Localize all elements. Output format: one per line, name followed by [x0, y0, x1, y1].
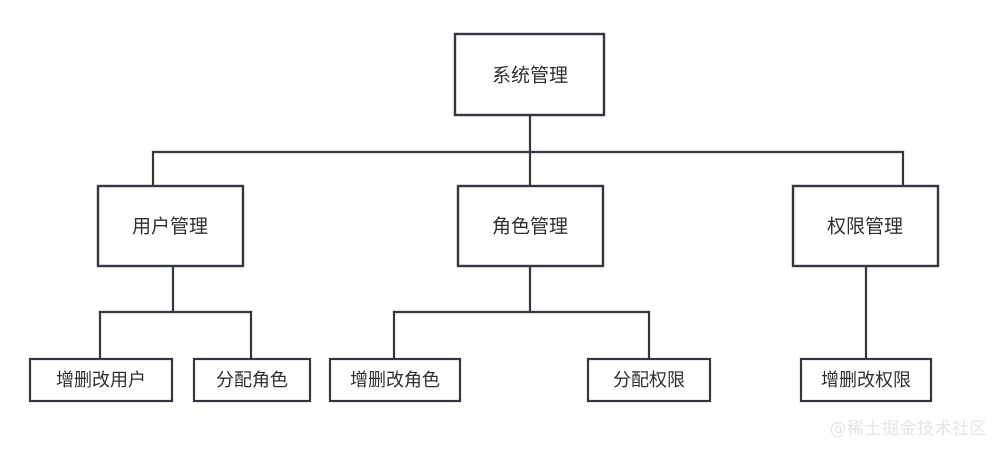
connector-group-user-management [98, 264, 253, 361]
node-add-edit-delete-permission[interactable]: 增删改权限 [799, 357, 933, 403]
node-add-edit-delete-permission-label: 增删改权限 [821, 370, 911, 391]
node-user-management[interactable]: 用户管理 [96, 184, 245, 268]
node-add-edit-delete-user-box[interactable] [28, 357, 174, 403]
node-add-edit-delete-user-label: 增删改用户 [56, 370, 146, 391]
node-root-label: 系统管理 [492, 65, 568, 87]
node-add-edit-delete-role-label: 增删改角色 [350, 370, 440, 391]
node-assign-permission[interactable]: 分配权限 [586, 357, 712, 403]
node-permission-management[interactable]: 权限管理 [791, 184, 940, 268]
node-assign-role-box[interactable] [192, 357, 312, 403]
node-permission-management-box[interactable] [791, 184, 940, 268]
node-assign-role-label: 分配角色 [216, 370, 288, 391]
node-add-edit-delete-permission-box[interactable] [799, 357, 933, 403]
watermark-text: @稀土掘金技术社区 [829, 419, 987, 439]
node-user-management-box[interactable] [96, 184, 245, 268]
node-add-edit-delete-role-box[interactable] [328, 357, 462, 403]
node-root-box[interactable] [453, 32, 606, 117]
node-add-edit-delete-role[interactable]: 增删改角色 [328, 357, 462, 403]
node-root-system-management[interactable]: 系统管理 [453, 32, 606, 117]
node-role-management[interactable]: 角色管理 [456, 184, 605, 268]
connector-group-role-management [392, 264, 651, 361]
node-assign-permission-box[interactable] [586, 357, 712, 403]
connector-group-root-to-level1 [151, 113, 905, 188]
node-permission-management-label: 权限管理 [827, 216, 903, 238]
node-assign-role[interactable]: 分配角色 [192, 357, 312, 403]
node-add-edit-delete-user[interactable]: 增删改用户 [28, 357, 174, 403]
node-assign-permission-label: 分配权限 [613, 370, 685, 391]
node-user-management-label: 用户管理 [132, 216, 208, 238]
node-role-management-box[interactable] [456, 184, 605, 268]
node-role-management-label: 角色管理 [492, 216, 568, 238]
